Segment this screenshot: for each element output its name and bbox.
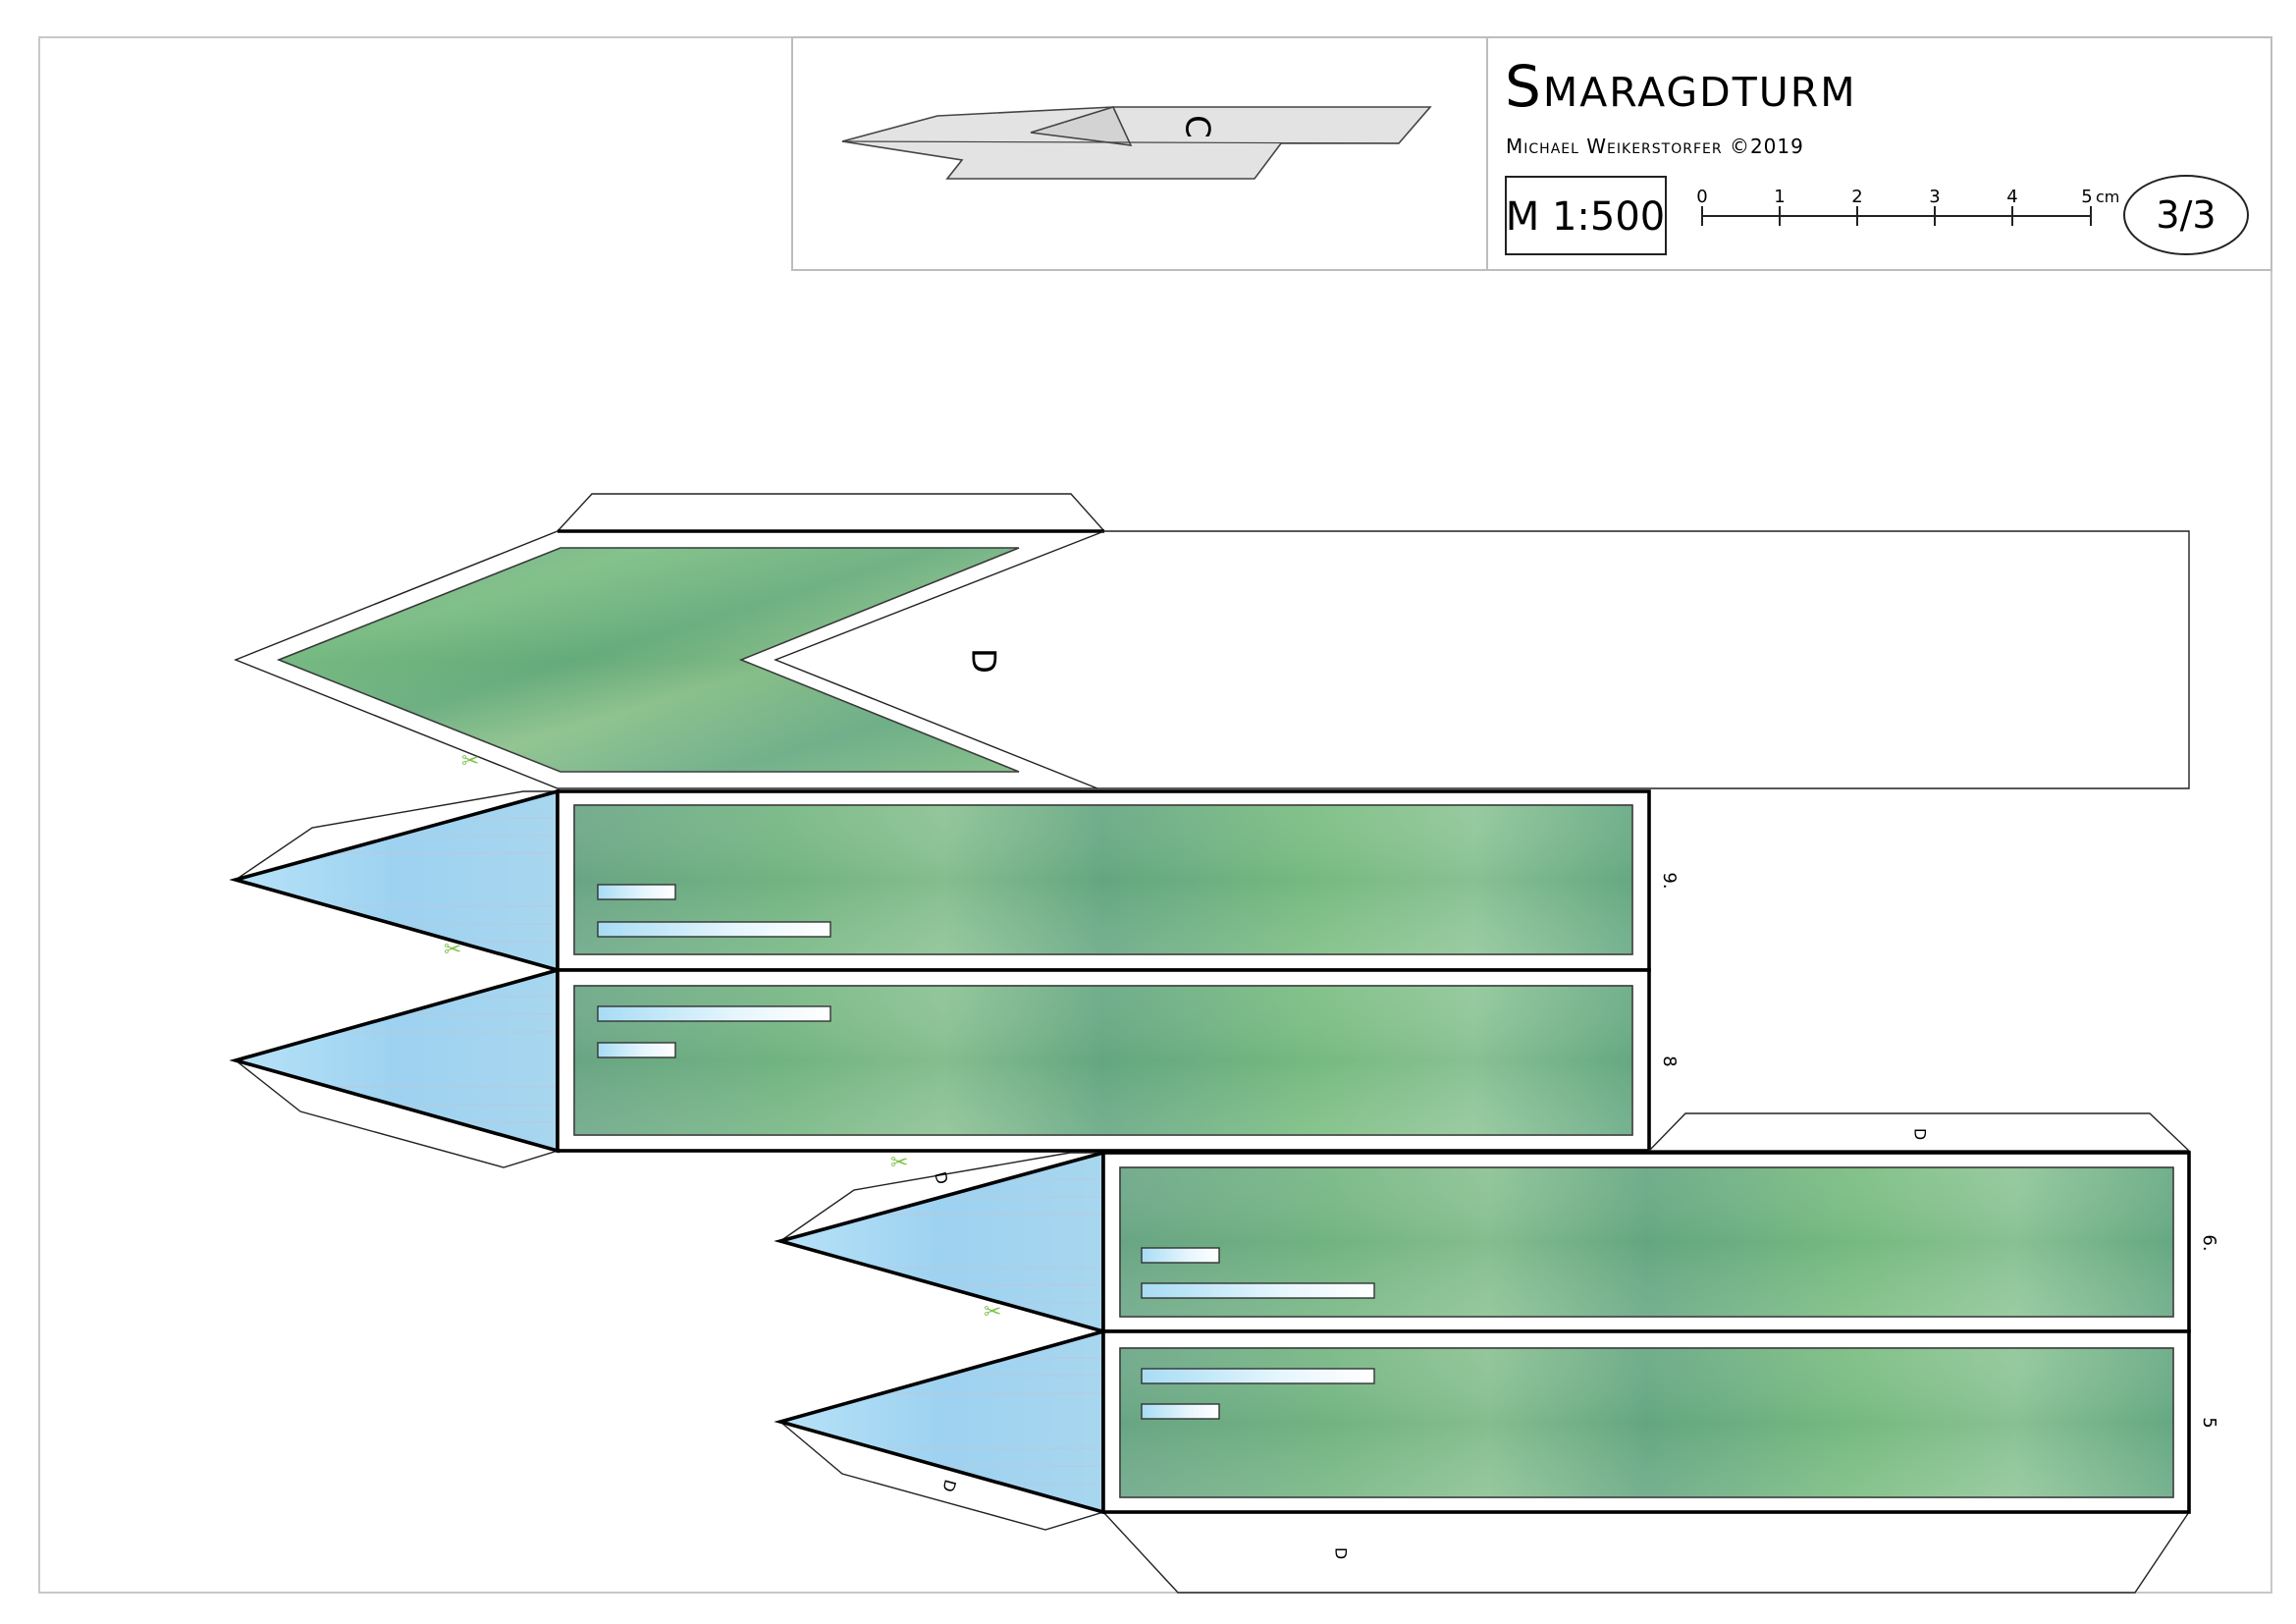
- strip-5-label: 5: [2199, 1417, 2219, 1428]
- scissor-icon: ✂: [461, 749, 479, 774]
- strip-5-window-long: [1141, 1368, 1375, 1384]
- scale-box: [1505, 176, 1667, 255]
- strip-5-window-short: [1141, 1403, 1220, 1420]
- strip-9-label: 9.: [1659, 872, 1680, 889]
- strip-9-window-short: [597, 884, 676, 900]
- scissor-mark-4: ✂: [984, 1300, 1001, 1325]
- glass-triangle-5: [780, 1331, 1103, 1512]
- scale-text: M 1:500: [1506, 194, 1666, 240]
- scissor-mark-3: ✂: [890, 1151, 908, 1175]
- scale-tick-label-0: 0: [1696, 187, 1707, 207]
- title-block: C Smaragdturm Michael Weikerstorfer ©201…: [791, 36, 2272, 271]
- model-title: Smaragdturm: [1505, 53, 1857, 120]
- model-author: Michael Weikerstorfer ©2019: [1506, 135, 1804, 158]
- scissor-icon: ✂: [984, 1300, 1001, 1325]
- small-tab-upper-label: D: [931, 1169, 952, 1186]
- assembly-preview: C: [841, 106, 1432, 180]
- glass-fold-lines-lower: [877, 1178, 1103, 1485]
- scale-tick-label-3: 3: [1929, 187, 1940, 207]
- small-tab-lower-label: D: [938, 1478, 960, 1494]
- preview-crease-2: [946, 159, 963, 180]
- scale-tick-label-1: 1: [1774, 187, 1785, 207]
- scale-tick-label-2: 2: [1851, 187, 1862, 207]
- strip-6-window-short: [1141, 1247, 1220, 1264]
- scale-bar: 0 1 2 3 4 5 cm: [1696, 187, 2119, 226]
- strip-9-window-long: [597, 921, 831, 938]
- roof-notch-line: [774, 530, 1105, 789]
- bottom-tab-label: D: [1332, 1547, 1351, 1559]
- page-number-badge: [2123, 175, 2249, 255]
- strip-6-label: 6.: [2199, 1234, 2219, 1251]
- page-number: 3/3: [2156, 193, 2216, 237]
- scale-tick-label-4: 4: [2006, 187, 2017, 207]
- strip-6-window-long: [1141, 1282, 1375, 1299]
- scissor-mark-1: ✂: [461, 749, 479, 774]
- lower-bottom-tab: [1101, 1511, 2191, 1594]
- strip-group-upper: 9. 8: [229, 788, 1680, 1168]
- roof-facade-tint: [279, 548, 1019, 772]
- scale-unit: cm: [2096, 188, 2119, 206]
- scissor-icon: ✂: [444, 938, 461, 962]
- title-block-frame: [791, 36, 2272, 271]
- roof-label: D: [964, 648, 1003, 674]
- glass-fold-lines-upper: [332, 817, 558, 1123]
- scale-tick-label-5: 5: [2081, 187, 2092, 207]
- top-tab-label: D: [1911, 1128, 1930, 1140]
- preview-crease: [841, 140, 1400, 144]
- preview-flap: [1030, 106, 1133, 146]
- lower-top-tab: [1647, 1112, 2191, 1152]
- scissor-mark-2: ✂: [444, 938, 461, 962]
- strip-8-window-long: [597, 1005, 831, 1022]
- strip-group-lower: D D D D: [774, 1112, 2219, 1594]
- glass-triangle-8: [236, 970, 558, 1151]
- scissor-icon: ✂: [890, 1151, 908, 1175]
- preview-part-label: C: [1178, 115, 1217, 138]
- roof-top-tab: [556, 493, 1106, 532]
- roof-part-d: D: [234, 493, 2190, 789]
- strip-8-window-short: [597, 1042, 676, 1058]
- strip-8-label: 8: [1659, 1056, 1680, 1066]
